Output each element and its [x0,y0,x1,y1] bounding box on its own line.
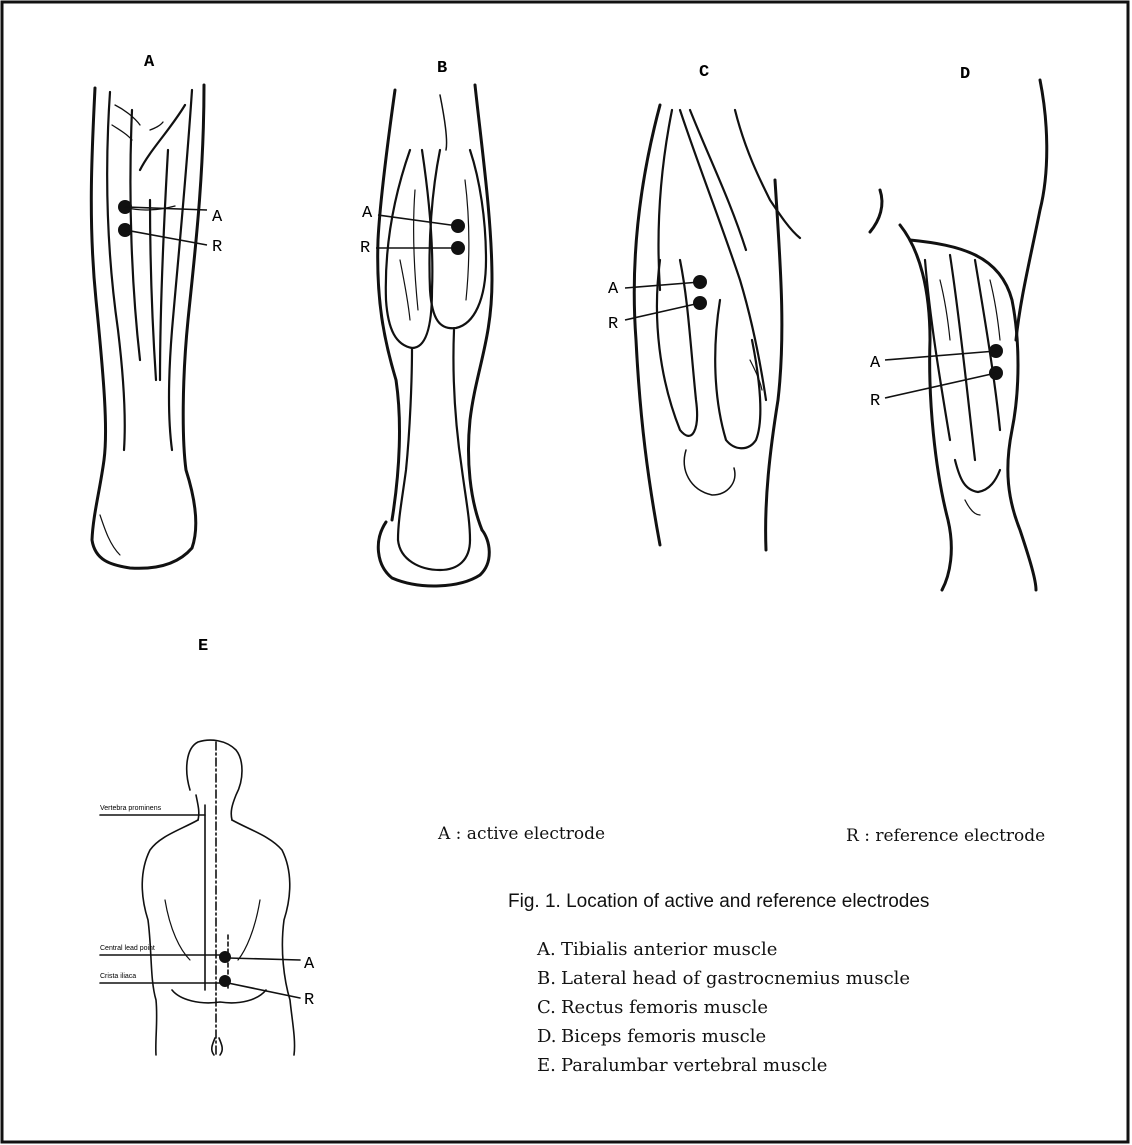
electrode-label-e-reference: R [304,991,314,1010]
panel-label-c: C [699,63,709,82]
muscle-list-item: C.Rectus femoris muscle [537,997,910,1026]
muscle-name: Rectus femoris muscle [561,997,768,1018]
landmark-central-lead-point: Central lead point [100,945,155,952]
muscle-letter: B. [537,968,561,989]
muscle-list-item: B.Lateral head of gastrocnemius muscle [537,968,910,997]
panel-label-a: A [144,53,155,72]
muscle-letter: E. [537,1055,561,1076]
muscle-name: Tibialis anterior muscle [561,939,777,960]
electrode-label-a-active: A [212,208,223,227]
muscle-name: Lateral head of gastrocnemius muscle [561,968,910,989]
back-drawing-e [100,740,300,1055]
leg-drawing-b [378,85,492,586]
landmark-vertebra-prominens: Vertebra prominens [100,805,162,812]
panel-label-e: E [198,637,208,656]
muscle-letter: A. [537,939,561,960]
muscle-name: Biceps femoris muscle [561,1026,766,1047]
electrode-label-b-active: A [362,204,373,223]
electrode-reference-e [219,975,231,987]
electrode-label-e-active: A [304,955,315,974]
muscle-list-item: D.Biceps femoris muscle [537,1026,910,1055]
figure-caption: Fig. 1. Location of active and reference… [508,891,929,913]
electrode-label-c-reference: R [608,315,618,334]
muscle-letter: D. [537,1026,561,1047]
electrode-active-e [219,951,231,963]
electrode-label-d-active: A [870,354,881,373]
legend-active-electrode: A : active electrode [438,824,605,844]
panel-label-d: D [960,65,970,84]
muscle-list-item: E.Paralumbar vertebral muscle [537,1055,910,1084]
leg-drawing-a [91,85,204,568]
muscle-list-item: A.Tibialis anterior muscle [537,939,910,968]
legend-reference-electrode: R : reference electrode [846,826,1045,846]
leg-drawing-c [634,105,800,550]
landmark-crista-iliaca: Crista iliaca [100,973,136,980]
electrode-label-d-reference: R [870,392,880,411]
muscle-letter: C. [537,997,561,1018]
electrode-label-b-reference: R [360,239,370,258]
panel-label-b: B [437,59,447,78]
leg-drawing-d [870,80,1047,590]
electrode-label-a-reference: R [212,238,222,257]
electrode-label-c-active: A [608,280,619,299]
muscle-name: Paralumbar vertebral muscle [561,1055,827,1076]
